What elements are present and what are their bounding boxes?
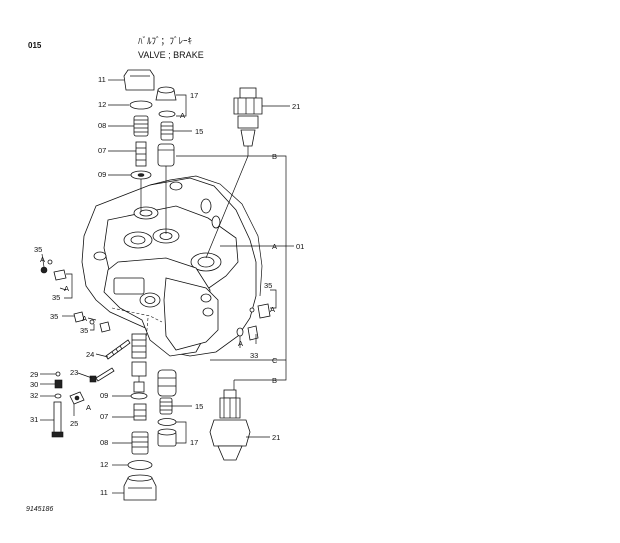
relief-valve-21-top <box>233 87 263 156</box>
fitting-35-b <box>53 269 67 281</box>
callout-31: 31 <box>30 415 38 424</box>
callout-35-right: 35 <box>264 281 272 290</box>
callout-30: 30 <box>30 380 38 389</box>
page-code: 015 <box>28 41 42 50</box>
nut-30 <box>54 379 63 389</box>
callout-07-top: 07 <box>98 146 106 155</box>
callout-32: 32 <box>30 391 38 400</box>
callout-01: 01 <box>296 242 304 251</box>
callout-21-top: 21 <box>292 102 300 111</box>
cap-25 <box>69 391 85 405</box>
callout-35-c: 35 <box>50 312 58 321</box>
fitting-35-c <box>73 311 85 323</box>
spring-08-bottom <box>131 431 149 455</box>
ref-a-2: A <box>272 242 277 251</box>
callout-15-top: 15 <box>195 127 203 136</box>
callout-25: 25 <box>70 419 78 428</box>
spool-07-bottom <box>133 403 147 421</box>
callout-23: 23 <box>70 368 78 377</box>
callout-11-top: 11 <box>98 75 106 84</box>
fitting-35-right <box>249 303 271 319</box>
valve-housing <box>81 175 263 357</box>
rod-31 <box>51 401 64 438</box>
o-ring-12-top <box>129 100 153 110</box>
relief-valve-21-bottom <box>209 389 251 461</box>
plunger-bottom <box>131 333 147 377</box>
ref-a-8: A <box>86 403 91 412</box>
ref-a-1: A <box>180 111 185 120</box>
ref-a-4: A <box>64 284 69 293</box>
ref-b-2: B <box>272 376 277 385</box>
callout-09-top: 09 <box>98 170 106 179</box>
poppet-bottom <box>157 369 177 397</box>
pin-24 <box>105 339 131 360</box>
poppet-top <box>157 143 175 167</box>
ref-a-6: A <box>270 305 275 314</box>
plug-11-top <box>123 69 155 91</box>
callout-08-bottom: 08 <box>100 438 108 447</box>
callout-09-bottom: 09 <box>100 391 108 400</box>
o-ring-12-bottom <box>127 460 153 470</box>
screw-23 <box>89 367 115 383</box>
ref-a-7: A <box>238 339 243 348</box>
ref-b-1: B <box>272 152 277 161</box>
ball-29 <box>55 371 61 377</box>
callout-11-bottom: 11 <box>100 488 108 497</box>
callout-08-top: 08 <box>98 121 106 130</box>
seat-09-bottom <box>130 381 148 400</box>
callout-29: 29 <box>30 370 38 379</box>
plug-17-top <box>155 86 177 101</box>
callout-35-a: 35 <box>34 245 42 254</box>
ref-a-3: A <box>40 255 45 264</box>
callout-07-bottom: 07 <box>100 412 108 421</box>
callout-33: 33 <box>250 351 258 360</box>
spool-07-top <box>135 141 147 167</box>
callout-17-top: 17 <box>190 91 198 100</box>
washer-32 <box>54 393 62 399</box>
plug-17-bottom <box>157 428 177 447</box>
title-japanese: ﾊﾞﾙﾌﾞ；ﾌﾞﾚｰｷ <box>138 36 193 46</box>
callout-12-top: 12 <box>98 100 106 109</box>
ref-c-1: C <box>272 356 278 365</box>
callout-21-bottom: 21 <box>272 433 280 442</box>
o-ring-17-top <box>158 110 176 118</box>
callout-35-d: 35 <box>80 326 88 335</box>
fitting-33 <box>236 325 259 341</box>
leader-lines <box>40 79 294 494</box>
plug-11-bottom <box>123 474 157 501</box>
o-ring-17-bottom <box>157 418 177 426</box>
drawing-number: 9145186 <box>26 506 53 513</box>
ref-a-5: A <box>82 314 87 323</box>
callout-24: 24 <box>86 350 94 359</box>
fitting-35-d <box>89 319 111 333</box>
spring-15-bottom <box>159 397 173 415</box>
callout-35-b: 35 <box>52 293 60 302</box>
callout-15-bottom: 15 <box>195 402 203 411</box>
spring-15-top <box>160 121 174 141</box>
callout-12-bottom: 12 <box>100 460 108 469</box>
spring-08-top <box>133 115 149 137</box>
title-english: VALVE ; BRAKE <box>138 50 204 60</box>
seat-09-top <box>130 170 152 180</box>
callout-17-bottom: 17 <box>190 438 198 447</box>
